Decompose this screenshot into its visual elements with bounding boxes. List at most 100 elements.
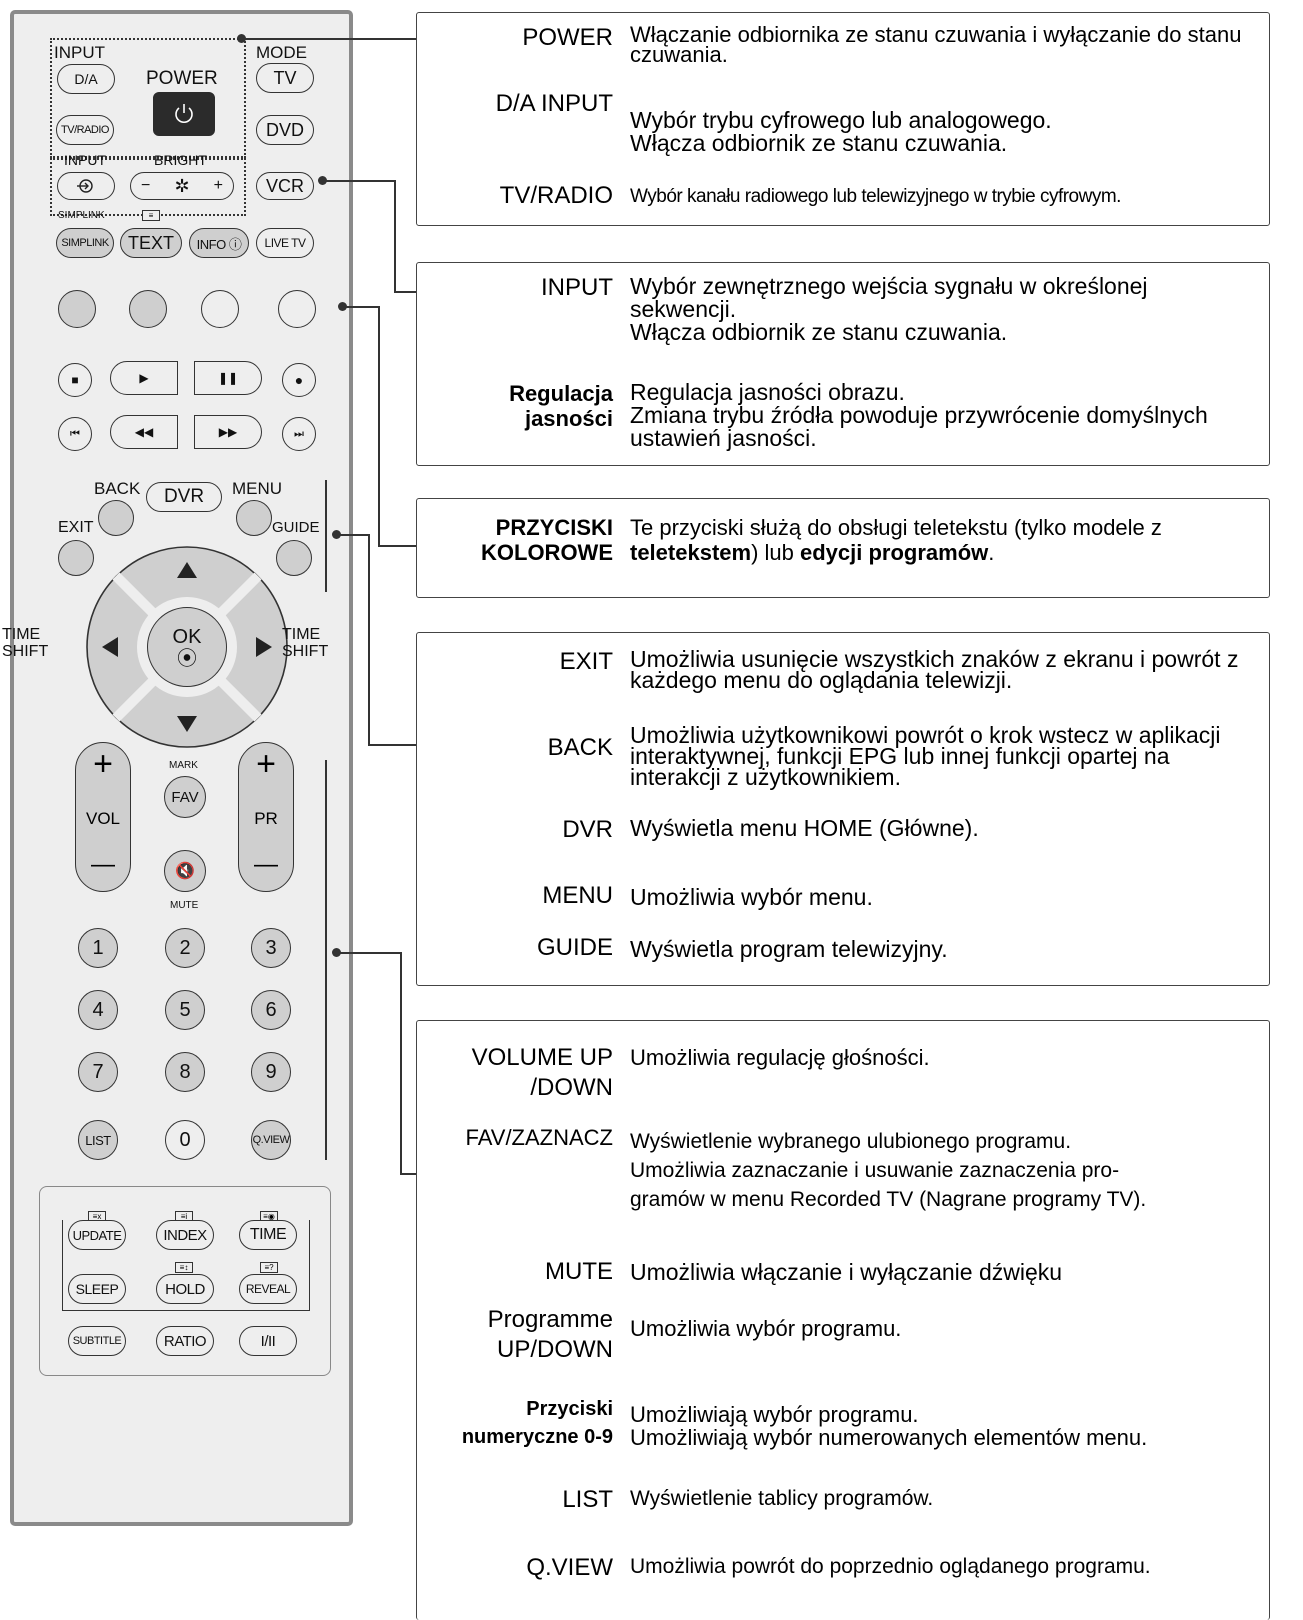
stop-button[interactable]: ■ (58, 363, 92, 397)
stop-icon: ■ (71, 373, 79, 387)
forward-button[interactable]: ▶▶ (194, 415, 262, 449)
tv-mode-button[interactable]: TV (256, 63, 314, 93)
simplink-button[interactable]: SIMPLINK (56, 228, 114, 258)
ratio-button[interactable]: RATIO (156, 1326, 214, 1356)
mark-label: MARK (169, 760, 198, 771)
program-rocker[interactable]: + PR — (238, 742, 294, 892)
pr-minus[interactable]: — (254, 851, 278, 878)
digit-9-button[interactable]: 9 (251, 1052, 291, 1092)
record-icon: ● (294, 372, 304, 388)
bracket-line (325, 480, 327, 592)
power-button[interactable] (153, 92, 215, 136)
desc-text: Wybór zewnętrznego wejścia sygnału w okr… (630, 273, 1148, 345)
desc-text: Umożliwia wybór menu. (630, 884, 873, 910)
guide-button[interactable] (276, 540, 312, 576)
ok-button[interactable]: OK ⦿ (147, 607, 227, 687)
digit-5-button[interactable]: 5 (165, 990, 205, 1030)
color-button-blue[interactable] (278, 290, 316, 328)
brightness-rocker[interactable]: − ✲ + (130, 172, 234, 200)
desc-text: Włączanie odbiornika ze stanu czuwania i… (630, 22, 1242, 67)
digit-2-button[interactable]: 2 (165, 928, 205, 968)
connector-dot (237, 34, 246, 43)
connector-dot (332, 948, 341, 957)
time-button[interactable]: TIME (239, 1220, 297, 1250)
description-box-volume: VOLUME UP /DOWN Umożliwia regulację głoś… (416, 1020, 1270, 1620)
digit-4-button[interactable]: 4 (78, 990, 118, 1030)
term-label: Przyciski numeryczne 0-9 (461, 1398, 613, 1448)
back-button[interactable] (98, 500, 134, 536)
desc-text: Wyświetlenie tablicy programów. (630, 1487, 934, 1510)
reveal-teletext-icon: ≡? (260, 1262, 278, 1273)
reveal-button[interactable]: REVEAL (239, 1274, 297, 1304)
skip-back-button[interactable]: ⏮ (58, 417, 92, 451)
term-label: MENU (542, 882, 613, 909)
vol-plus[interactable]: + (93, 745, 113, 783)
nav-up-icon (177, 562, 197, 578)
input-button[interactable] (57, 172, 115, 200)
skip-forward-button[interactable]: ⏭ (282, 417, 316, 451)
vcr-mode-button[interactable]: VCR (256, 172, 314, 200)
skip-forward-icon: ⏭ (294, 427, 304, 440)
da-button[interactable]: D/A (57, 64, 115, 94)
digit-0-button[interactable]: 0 (165, 1120, 205, 1160)
color-button-red[interactable] (58, 290, 96, 328)
pr-plus[interactable]: + (256, 745, 276, 783)
connector-line (337, 534, 369, 536)
list-button[interactable]: LIST (78, 1120, 118, 1160)
pr-label: PR (254, 809, 278, 828)
i-ii-button[interactable]: I/II (239, 1326, 297, 1356)
dvd-mode-button[interactable]: DVD (256, 115, 314, 145)
term-label: EXIT (559, 648, 613, 675)
record-button[interactable]: ● (282, 363, 316, 397)
mute-button[interactable]: 🔇 (164, 850, 206, 892)
volume-rocker[interactable]: + VOL — (75, 742, 131, 892)
subtitle-button[interactable]: SUBTITLE (68, 1326, 126, 1356)
exit-button[interactable] (58, 540, 94, 576)
digit-6-button[interactable]: 6 (251, 990, 291, 1030)
update-button[interactable]: UPDATE (68, 1220, 126, 1250)
qview-button[interactable]: Q.VIEW (251, 1120, 291, 1160)
digit-8-button[interactable]: 8 (165, 1052, 205, 1092)
mode-label: MODE (256, 43, 307, 62)
fav-button[interactable]: FAV (164, 776, 206, 818)
desc-text: Umożliwia usunięcie wszystkich znaków z … (630, 646, 1239, 693)
bright-plus[interactable]: + (213, 177, 223, 194)
description-box-input: INPUT Wybór zewnętrznego wejścia sygnału… (416, 262, 1270, 466)
description-box-navigation: EXIT Umożliwia usunięcie wszystkich znak… (416, 632, 1270, 986)
play-icon: ▶ (139, 371, 149, 385)
hold-teletext-icon: ≡↕ (175, 1262, 193, 1273)
rewind-button[interactable]: ◀◀ (110, 415, 178, 449)
connector-line (378, 306, 380, 546)
tvradio-button[interactable]: TV/RADIO (56, 115, 114, 145)
connector-line (400, 952, 402, 1174)
connector-line (343, 306, 379, 308)
index-button[interactable]: INDEX (156, 1220, 214, 1250)
menu-button[interactable] (236, 500, 272, 536)
play-button[interactable]: ▶ (110, 361, 178, 395)
live-tv-button[interactable]: LIVE TV (256, 228, 314, 258)
pause-button[interactable]: ❚❚ (194, 361, 262, 395)
desc-bold-part: edycji programów (800, 540, 989, 565)
connector-line (394, 291, 416, 293)
hold-button[interactable]: HOLD (156, 1274, 214, 1304)
connector-line (323, 180, 395, 182)
desc-text: Wybór kanału radiowego lub telewizyjnego… (630, 186, 1121, 207)
info-button[interactable]: INFO ⓘ (189, 228, 249, 258)
desc-text: Umożliwia włączanie i wyłączanie dźwięku (630, 1259, 1063, 1285)
bright-minus[interactable]: − (141, 177, 151, 194)
text-button[interactable]: TEXT (120, 228, 182, 258)
dvr-button[interactable]: DVR (146, 482, 222, 512)
digit-7-button[interactable]: 7 (78, 1052, 118, 1092)
color-button-green[interactable] (129, 290, 167, 328)
digit-1-button[interactable]: 1 (78, 928, 118, 968)
power-icon (175, 104, 193, 123)
term-label: BACK (547, 734, 613, 761)
sleep-button[interactable]: SLEEP (68, 1274, 126, 1304)
skip-back-icon: ⏮ (70, 427, 80, 440)
connector-line (394, 180, 396, 292)
color-button-yellow[interactable] (201, 290, 239, 328)
connector-line (378, 545, 416, 547)
digit-3-button[interactable]: 3 (251, 928, 291, 968)
vol-minus[interactable]: — (91, 851, 115, 878)
desc-text: Umożliwia regulację głośności. (630, 1045, 930, 1070)
